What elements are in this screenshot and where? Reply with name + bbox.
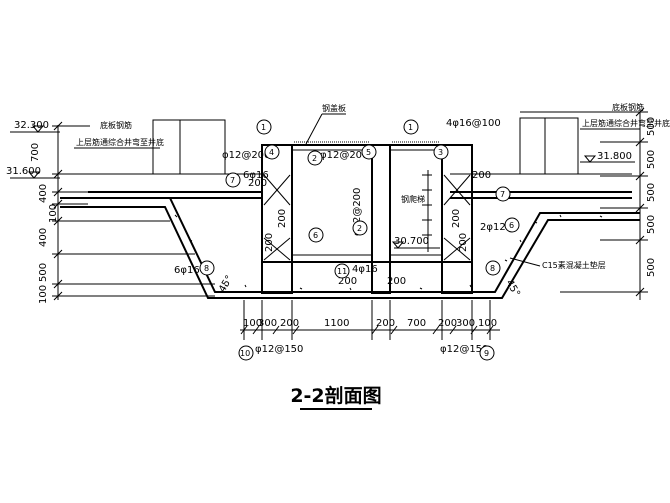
note-cushion: C15素混凝土垫层 xyxy=(542,260,606,270)
dim-bottom-4: 200 xyxy=(376,318,395,329)
dim-bottom-3: 1100 xyxy=(324,318,349,329)
rebar-label-1: φ12@200 xyxy=(320,150,368,161)
dim-bottom-1: 300 xyxy=(258,318,277,329)
elev-31600: 31.600 xyxy=(6,166,41,177)
dim-right-500a: 500 xyxy=(646,117,657,136)
note-right-sub: 上层筋通综合井弯至井底 xyxy=(582,118,670,128)
dim-inner-0: 200 xyxy=(248,178,267,189)
bottom-dimension-chain: 100 300 200 1100 200 700 200 300 100 xyxy=(240,300,500,340)
dim-inner-4: 200 xyxy=(451,209,462,228)
note-cover: 钢盖板 xyxy=(322,103,346,113)
rebar-label-8: φ12@150 xyxy=(255,344,303,355)
svg-text:8: 8 xyxy=(490,264,495,273)
dim-bottom-5: 700 xyxy=(407,318,426,329)
elev-30700: 30.700 xyxy=(394,236,429,247)
rebar-label-9: φ12@150 xyxy=(440,344,488,355)
marker-1b: 1 xyxy=(403,119,419,135)
svg-text:1: 1 xyxy=(261,123,266,132)
marker-11: 11 xyxy=(334,263,350,279)
rebar-label-6: 2φ12 xyxy=(480,222,506,233)
upper-frames xyxy=(152,117,579,175)
marker-8a: 8 xyxy=(199,260,215,276)
svg-text:6: 6 xyxy=(313,231,318,240)
marker-6a: 6 xyxy=(308,227,324,243)
dim-inner-6: 200 xyxy=(338,276,357,287)
dim-right-500e: 500 xyxy=(646,258,657,277)
dim-right-500b: 500 xyxy=(646,150,657,169)
angle-right: 45° xyxy=(503,278,521,299)
marker-2a: 2 xyxy=(307,150,323,166)
elevation-marks: 32.300 31.600 31.800 30.700 xyxy=(6,120,635,249)
pit-walls xyxy=(261,141,473,294)
note-ladder: 钢爬梯 xyxy=(401,194,425,204)
rebar-label-2: 6φ16 xyxy=(243,170,269,181)
elev-32300: 32.300 xyxy=(14,120,49,131)
rebar-labels: φ12@200 φ12@200 6φ16 φ12@200 6φ16 4φ16@1… xyxy=(174,118,506,355)
dim-bottom-8: 100 xyxy=(478,318,497,329)
svg-text:4: 4 xyxy=(269,148,274,157)
marker-10: 10 xyxy=(238,345,254,361)
svg-text:9: 9 xyxy=(484,349,489,358)
rebar-label-0: φ12@200 xyxy=(222,150,270,161)
rebar-label-5: 4φ16@100 xyxy=(446,118,501,129)
rebar-label-4: 6φ16 xyxy=(174,265,200,276)
marker-8b: 8 xyxy=(485,260,501,276)
svg-text:7: 7 xyxy=(500,190,505,199)
svg-text:7: 7 xyxy=(230,176,235,185)
marker-9: 9 xyxy=(479,345,495,361)
rebar-label-3: φ12@200 xyxy=(352,188,363,236)
note-left-top: 底板钢筋 xyxy=(100,120,132,130)
dim-inner-3: 200 xyxy=(264,233,275,252)
dim-left-400: 400 xyxy=(38,184,49,203)
marker-1a: 1 xyxy=(256,119,272,135)
dim-right-500d: 500 xyxy=(646,215,657,234)
left-dimension-chain: 700 400 100 400 500 100 xyxy=(30,121,215,304)
rebar-label-7: 4φ16 xyxy=(352,264,378,275)
marker-2b: 2 xyxy=(352,220,368,236)
notes: 底板钢筋 上层筋通综合井弯至井底 底板钢筋 上层筋通综合井弯至井底 钢盖板 钢爬… xyxy=(74,102,670,270)
dim-left-100b: 100 xyxy=(38,285,49,304)
svg-text:2: 2 xyxy=(312,154,317,163)
marker-7b: 7 xyxy=(495,186,511,202)
marker-4: 4 xyxy=(264,144,280,160)
note-left-sub: 上层筋通综合井弯至井底 xyxy=(76,137,164,147)
dim-inner-2: 200 xyxy=(277,209,288,228)
dim-left-400b: 400 xyxy=(38,228,49,247)
inner-dimensions: 200 200 200 200 200 200 200 200 xyxy=(248,170,491,287)
dim-inner-1: 200 xyxy=(472,170,491,181)
note-right-top: 底板钢筋 xyxy=(612,102,644,112)
dim-bottom-0: 100 xyxy=(243,318,262,329)
dim-right-500c: 500 xyxy=(646,183,657,202)
dim-bottom-6: 200 xyxy=(438,318,457,329)
dim-left-700: 700 xyxy=(30,143,41,162)
svg-text:8: 8 xyxy=(204,264,209,273)
dim-inner-7: 200 xyxy=(387,276,406,287)
markers: 1 1 2 2 3 4 5 6 6 7 7 8 8 9 10 11 xyxy=(199,119,520,361)
drawing-title: 2-2剖面图 xyxy=(290,384,381,407)
marker-5: 5 xyxy=(361,144,377,160)
marker-3: 3 xyxy=(433,144,449,160)
dim-left-500: 500 xyxy=(38,263,49,282)
svg-text:2: 2 xyxy=(357,224,362,233)
marker-7a: 7 xyxy=(225,172,241,188)
svg-text:3: 3 xyxy=(438,148,443,157)
right-dimension-chain: 500 500 500 500 500 xyxy=(520,107,657,300)
svg-text:6: 6 xyxy=(509,221,514,230)
dim-bottom-2: 200 xyxy=(280,318,299,329)
svg-text:11: 11 xyxy=(337,267,347,276)
marker-6b: 6 xyxy=(504,217,520,233)
dim-inner-5: 200 xyxy=(458,233,469,252)
svg-text:1: 1 xyxy=(408,123,413,132)
svg-text:5: 5 xyxy=(366,148,371,157)
dim-bottom-7: 300 xyxy=(456,318,475,329)
svg-text:10: 10 xyxy=(240,349,250,358)
elev-31800: 31.800 xyxy=(597,151,632,162)
dim-left-100: 100 xyxy=(48,204,59,223)
